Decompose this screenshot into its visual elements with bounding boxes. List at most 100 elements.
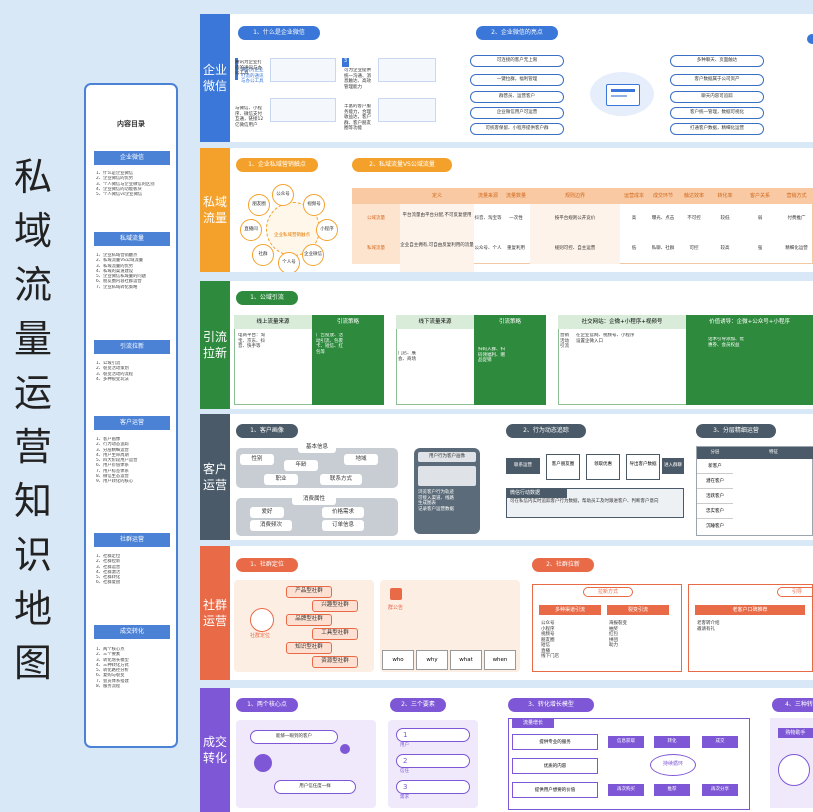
table-header: 流量数量 xyxy=(502,188,530,204)
element-number: 1 xyxy=(396,728,470,742)
strategy-text: 广告投放、活动引流、包裹卡、短信、红包等 xyxy=(316,333,343,355)
toc-item[interactable]: 7、用户标签体系 xyxy=(96,468,129,474)
toc-item[interactable]: 8、微信生态运营 xyxy=(96,474,129,480)
toc-item[interactable]: 5、社群转化 xyxy=(96,575,121,581)
feature-card-1: 腾讯为企业打造的通讯与办公工具 xyxy=(235,58,337,84)
tracking-note: 微信行动数据 可在私信内实时追踪客户行为数据，帮助员工及时跟进客户、判断客户意向 xyxy=(506,488,684,518)
feature-text-1: 腾讯为企业打造的通讯与办公工具 xyxy=(235,60,262,76)
panel-qywx: 1、什么是企业微信 2、企业微信的亮点 腾讯为企业打造的通讯与办公工具 腾讯为企… xyxy=(230,14,813,142)
toc-item[interactable]: 7、会员体系搭建 xyxy=(96,678,129,684)
table-cell: 低 xyxy=(631,246,637,251)
table-cell: 一次性 xyxy=(509,216,523,221)
heading-three-conversions: 4、三种转化 xyxy=(772,698,813,712)
toc-head-ylrx[interactable]: 引流拉新 xyxy=(94,340,170,354)
toc-item[interactable]: 1、社群定位 xyxy=(96,554,121,559)
table-cell: 规则可控、自主运营 xyxy=(530,234,620,264)
toc-item[interactable]: 5、企业微信私域量的问题 xyxy=(96,274,146,280)
heading-two-cores: 1、两个核心点 xyxy=(236,698,298,712)
toc-item[interactable]: 4、三种转化方式 xyxy=(96,662,129,668)
toc-item[interactable]: 8、服务流程 xyxy=(96,684,121,690)
flow-node: 转化 xyxy=(654,736,690,748)
toc-item[interactable]: 4、多种裂变玩法 xyxy=(96,376,129,382)
table-row-label: 公域流量 xyxy=(352,204,400,234)
toc-item[interactable]: 2、私域流量VS公域流量 xyxy=(96,258,144,264)
toc-item[interactable]: 2、社群拉新 xyxy=(96,559,121,565)
strategy-text: 扫码入群、扫码领福利、赠品促销 xyxy=(478,347,505,363)
tracking-flow: 联系运营 客户朋友圈 领取优惠 导出客户数据 进入群聊 xyxy=(506,454,684,480)
main-title: 私 域 流 量 运 营 知 识 地 图 xyxy=(10,150,56,690)
heading-qywx-highlights: 2、企业微信的亮点 xyxy=(476,26,558,40)
layer-row: 活跃客户 xyxy=(697,489,733,504)
channel-list: 老客转介绍 邀请有礼 xyxy=(697,621,737,632)
toc-item[interactable]: 1、什么是企业微信 xyxy=(96,171,134,176)
attribute-tag: 订单信息 xyxy=(322,520,364,531)
toc-item[interactable]: 5、转化路径分析 xyxy=(96,668,129,674)
toc-item[interactable]: 5、四大阶段用户运营 xyxy=(96,458,138,464)
channel-list: 公众号 小程序 视频号 朋友圈 短信 直播 线下门店 xyxy=(541,621,571,660)
acquisition-box: 引导 老客户口碑推荐 老客转介绍 邀请有礼 xyxy=(688,584,813,672)
heading-growth-model: 3、转化增长模型 xyxy=(508,698,594,712)
title-char: 运 xyxy=(13,371,52,415)
element-label: 用户 xyxy=(400,743,409,748)
table-cell: 较高 xyxy=(720,246,730,251)
toc-item[interactable]: 6、朋友圈内容社群运营 xyxy=(96,279,142,285)
toc-item[interactable]: 6、社群复盘 xyxy=(96,580,121,586)
toc-item[interactable]: 1、两个核心点 xyxy=(96,647,125,652)
channel-item: 短信 xyxy=(541,643,550,648)
toc-item[interactable]: 3、转化增长模型 xyxy=(96,657,129,663)
table-cell: 企业自主拥有,可自由反复利用的流量 xyxy=(400,234,474,272)
toc-item[interactable]: 2、企业微信的优势 xyxy=(96,176,134,182)
toc-item[interactable]: 3、个人微信与企业微信的区别 xyxy=(96,181,155,187)
layer-col-head: 分层 xyxy=(710,450,720,455)
toc-item[interactable]: 9、用户转化的核心 xyxy=(96,479,134,485)
toc-item[interactable]: 1、公域引流 xyxy=(96,361,121,366)
toc-item[interactable]: 3、分层精细运营 xyxy=(96,447,129,453)
panel-sqyy: 1、社群定位 2、社群拉新 社群定位 产品型社群 兴趣型社群 品牌型社群 工具型… xyxy=(230,546,813,680)
traffic-source-head: 社交网站：企微+小程序+视频号 xyxy=(558,315,686,329)
title-char: 量 xyxy=(13,317,52,361)
toc-head-cjzh[interactable]: 成交转化 xyxy=(94,625,170,639)
toc-item[interactable]: 1、企业私域营销触点 xyxy=(96,253,138,258)
highlight-pill: 客户统一管理，数据可视化 xyxy=(670,107,764,119)
side-label-sqyy: 社群运营 xyxy=(200,546,230,680)
toc-item[interactable]: 6、复购与裂变 xyxy=(96,673,125,679)
toc-item[interactable]: 7、企业私域转化策略 xyxy=(96,284,138,290)
growth-model xyxy=(508,718,750,810)
toc-item[interactable]: 4、私域的渠道建设 xyxy=(96,268,134,274)
toc-item[interactable]: 5、个人微信vs企业微信 xyxy=(96,192,143,198)
toc-item[interactable]: 4、社群激活 xyxy=(96,569,121,575)
strategy-panel: 扫码入群、扫码领福利、赠品促销 xyxy=(474,329,546,405)
toc-head-khyy[interactable]: 客户运营 xyxy=(94,416,170,430)
model-input: 优质的内容 xyxy=(512,758,598,774)
toc-item[interactable]: 4、企业微信的功能板块 xyxy=(96,186,142,192)
community-type: 工具型社群 xyxy=(312,628,358,640)
title-char: 域 xyxy=(13,209,52,253)
toc-item[interactable]: 3、裂变活动的流程 xyxy=(96,371,134,377)
toc-item[interactable]: 2、行为动态追踪 xyxy=(96,442,129,448)
highlight-pill: 聊天内容可追踪 xyxy=(670,91,764,103)
basic-info-head: 基本信息 xyxy=(298,442,336,453)
side-label-qywx: 企业微信 xyxy=(200,14,230,142)
traffic-source-text: 电商平台：淘宝、京东、抖音、快手等 xyxy=(238,333,265,349)
toc-item[interactable]: 2、三个要素 xyxy=(96,652,121,658)
toc-item[interactable]: 4、用户生命周期 xyxy=(96,452,129,458)
traffic-source-text: 门店、展会、商场 xyxy=(398,351,416,362)
toc-head-syll[interactable]: 私域流量 xyxy=(94,232,170,246)
toc-head-sqyy[interactable]: 社群运营 xyxy=(94,533,170,547)
channel-head: 多种渠道引流 xyxy=(539,605,601,615)
toc-item[interactable]: 3、私域流量的优势 xyxy=(96,263,134,269)
table-header: 规则边界 xyxy=(530,188,620,204)
toc-item[interactable]: 3、社群运营 xyxy=(96,564,121,570)
toc-item[interactable]: 1、客户画像 xyxy=(96,437,121,442)
toc-head-qywx[interactable]: 企业微信 xyxy=(94,151,170,165)
feature-text-3: 可为企业提供统一沟通、消息触达、高效管理能力 xyxy=(344,68,371,90)
heading-customer-profile: 1、客户画像 xyxy=(236,424,298,438)
toc-item[interactable]: 2、裂变活动策划 xyxy=(96,366,129,372)
channel-head: 裂变引流 xyxy=(607,605,669,615)
table-row-label: 私域流量 xyxy=(352,234,400,264)
attribute-tag: 价格需求 xyxy=(322,507,364,518)
toc-item[interactable]: 6、用户价值体系 xyxy=(96,463,129,469)
core-node-icon xyxy=(254,754,272,772)
attribute-tag: 地域 xyxy=(344,454,378,465)
community-type: 兴趣型社群 xyxy=(312,600,358,612)
